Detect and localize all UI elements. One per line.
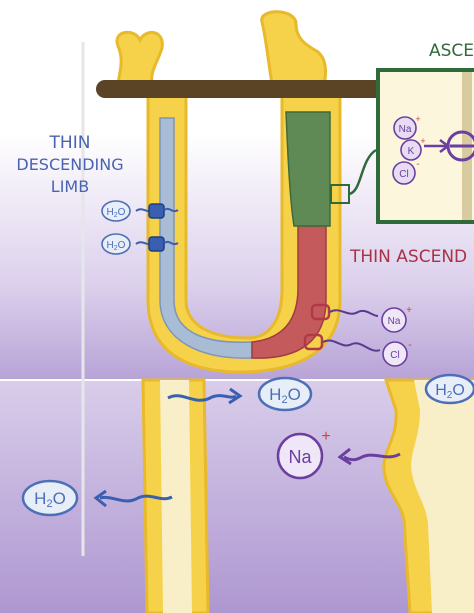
arrow-icon bbox=[163, 207, 179, 213]
svg-text:Na: Na bbox=[388, 316, 401, 327]
arrow-icon bbox=[228, 387, 243, 405]
thin-ascending-label: THIN ASCEND bbox=[349, 247, 467, 267]
lower-tubule-right bbox=[382, 378, 474, 613]
water-molecule-upper-2: H2O bbox=[101, 233, 131, 255]
sodium-ion-upper: Na + bbox=[381, 305, 412, 333]
water-molecule-upper-1: H2O bbox=[101, 200, 131, 222]
arrow-icon bbox=[93, 489, 107, 508]
svg-text:+: + bbox=[415, 114, 420, 124]
zoom-box: Na + K + Cl - bbox=[376, 68, 474, 224]
ascending-top-label: ASCE bbox=[429, 41, 474, 61]
svg-text:K: K bbox=[408, 146, 415, 157]
svg-text:Na: Na bbox=[288, 447, 312, 467]
water-molecule-lower-corner: H2O bbox=[424, 373, 474, 405]
lower-tubule-left bbox=[141, 378, 210, 613]
svg-text:THIN: THIN bbox=[49, 133, 91, 153]
sodium-ion-lower: Na + bbox=[276, 428, 331, 480]
aquaporin-channel-icon bbox=[148, 236, 165, 252]
ascending-cap bbox=[260, 10, 327, 86]
svg-text:H2O: H2O bbox=[34, 489, 66, 510]
svg-text:LIMB: LIMB bbox=[51, 177, 89, 196]
svg-text:+: + bbox=[406, 305, 412, 316]
potassium-ion-small: K + bbox=[400, 136, 426, 161]
svg-text:Cl: Cl bbox=[390, 350, 399, 361]
svg-text:H2O: H2O bbox=[435, 382, 465, 401]
sodium-ion-small: Na + bbox=[393, 114, 421, 140]
arrow-icon bbox=[167, 394, 237, 402]
water-molecule-lower-2: H2O bbox=[21, 479, 79, 517]
svg-text:H2O: H2O bbox=[107, 240, 126, 252]
descending-cap bbox=[115, 30, 164, 86]
svg-text:+: + bbox=[420, 136, 425, 146]
tubule-loop bbox=[115, 10, 377, 374]
arrow-icon bbox=[337, 447, 352, 466]
zoom-connector bbox=[348, 148, 377, 196]
svg-text:-: - bbox=[408, 339, 412, 351]
thick-ascending-lumen bbox=[285, 111, 331, 227]
arrow-icon bbox=[343, 452, 401, 462]
thin-descending-label: THIN DESCENDING LIMB bbox=[16, 133, 123, 196]
aquaporin-channel-icon bbox=[148, 203, 165, 219]
water-molecule-lower-1: H2O bbox=[257, 376, 313, 412]
ion-channel-icon bbox=[310, 303, 331, 321]
chloride-ion-small: Cl - bbox=[392, 159, 420, 185]
arrow-icon bbox=[163, 240, 179, 246]
svg-text:H2O: H2O bbox=[107, 207, 126, 219]
svg-text:-: - bbox=[416, 159, 419, 170]
thin-ascending-lumen bbox=[251, 225, 327, 359]
arrow-icon bbox=[322, 339, 381, 352]
arrow-icon bbox=[99, 494, 173, 503]
svg-text:Cl: Cl bbox=[399, 169, 408, 180]
chloride-ion-upper: Cl - bbox=[382, 339, 412, 367]
svg-text:+: + bbox=[321, 428, 330, 445]
ion-channel-icon bbox=[303, 333, 324, 351]
cotransporter-icon bbox=[446, 130, 474, 162]
svg-text:Na: Na bbox=[399, 124, 412, 135]
svg-text:H2O: H2O bbox=[269, 385, 301, 406]
svg-text:DESCENDING: DESCENDING bbox=[16, 155, 123, 174]
arrow-icon bbox=[329, 309, 379, 317]
